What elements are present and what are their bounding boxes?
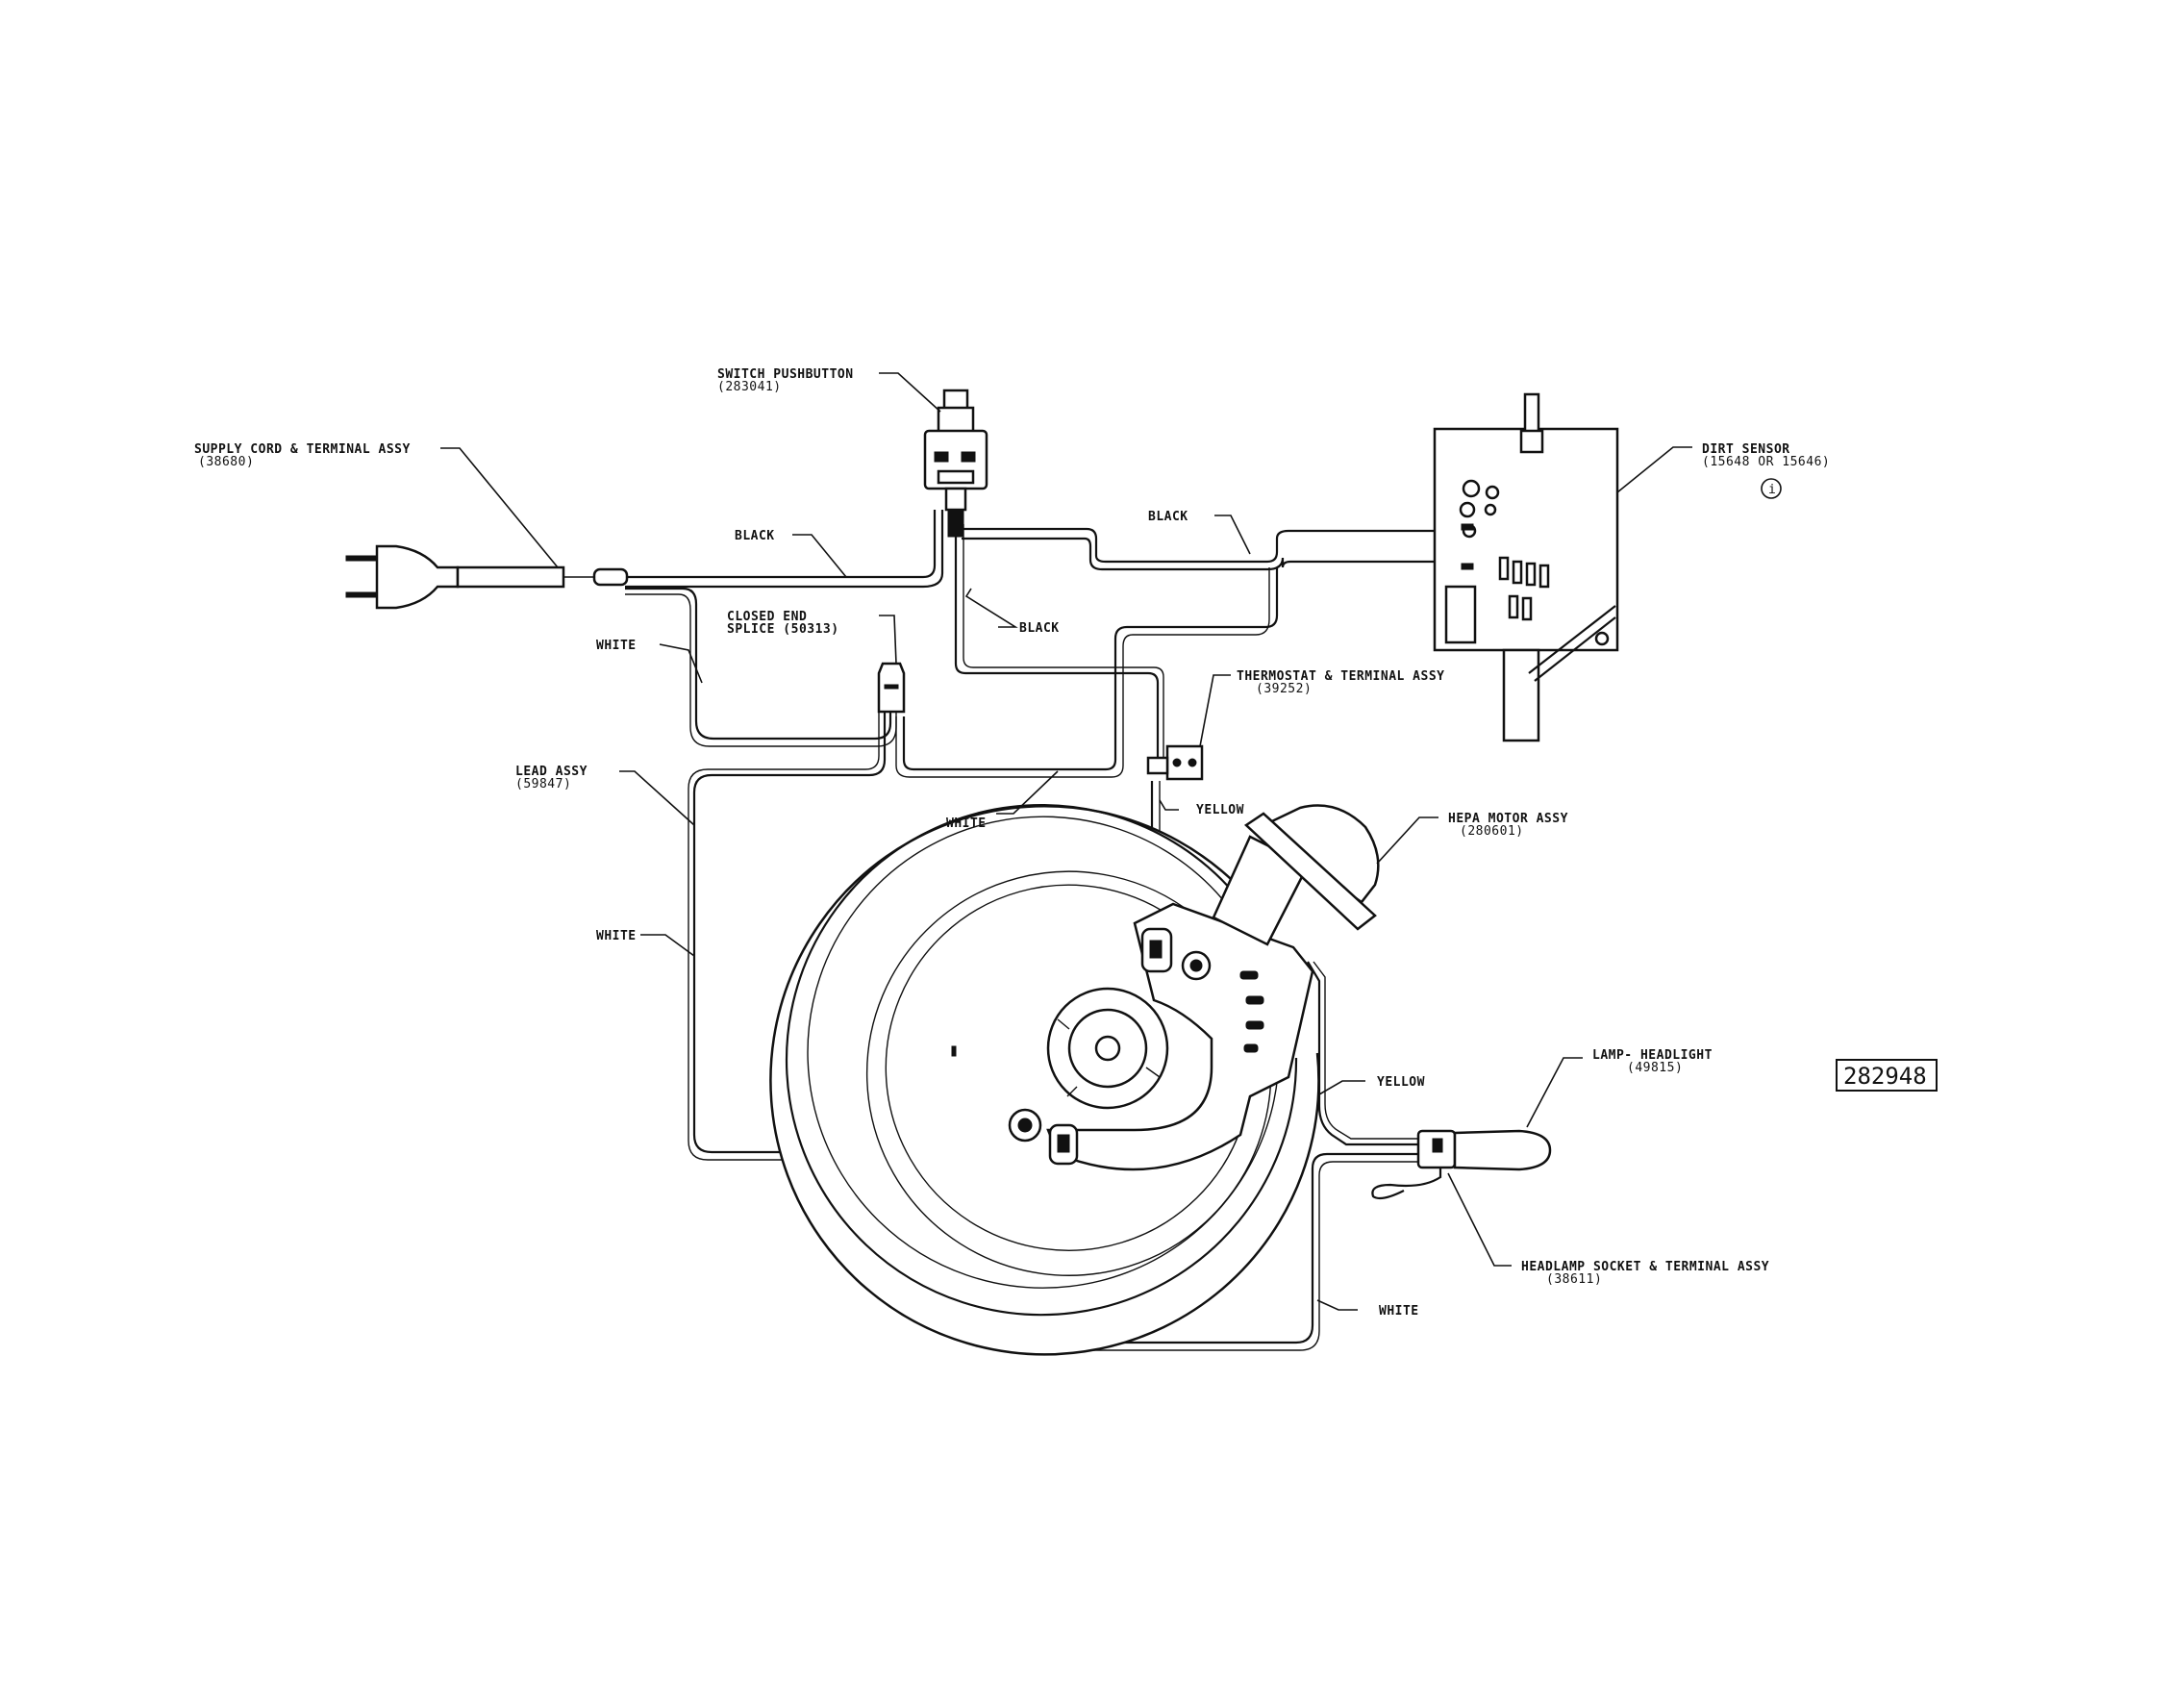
black-wire-cord-to-switch [625,510,937,579]
supply-cord-label-line2: (38680) [198,455,254,469]
black-label-2: BLACK [1148,510,1188,524]
black-label-3: BLACK [1019,621,1060,636]
note-circle-icon [1761,478,1782,499]
yellow-wire-motor-to-headlamp [1307,961,1418,1146]
white-lead-assy-wire [692,712,1048,1154]
thermostat-label-line1: THERMOSTAT & TERMINAL ASSY [1237,669,1445,684]
switch-label-line1: SWITCH PUSHBUTTON [717,367,854,382]
black-wire-switch-to-sensor-2 [962,537,1466,571]
hepa-motor-label-line2: (280601) [1460,824,1524,839]
black-wire-switch-to-thermostat-b [963,524,1164,760]
labels: SWITCH PUSHBUTTON (283041) SUPPLY CORD &… [194,367,1938,1319]
motor-housing [769,804,1320,1356]
white-wire-splice-to-sensor [902,567,1279,771]
supply-cord-label-line1: SUPPLY CORD & TERMINAL ASSY [194,442,411,457]
headlamp-socket-label-line2: (38611) [1546,1272,1602,1287]
supply-plug [345,544,629,610]
white-label-2: WHITE [946,816,987,831]
white-label-1: WHITE [596,639,637,653]
headlamp [1371,1129,1552,1200]
white-wire-splice-to-sensor-b [895,567,1270,778]
white-label-4: WHITE [1379,1304,1419,1319]
white-label-3: WHITE [596,929,637,943]
hepa-motor-label-line1: HEPA MOTOR ASSY [1448,812,1568,826]
dirt-sensor-note: i [1768,483,1776,497]
hepa-motor-cap [1243,804,1380,931]
closed-end-splice-label-line2: SPLICE (50313) [727,622,839,637]
lamp-headlight-label-line2: (49815) [1627,1061,1683,1075]
dirt-sensor-label-line2: (15648 OR 15646) [1702,455,1830,469]
black-wire-switch-to-thermostat [954,524,1160,760]
white-lead-assy-wire-b [688,712,1048,1161]
dirt-sensor-board [1433,392,1619,742]
closed-end-splice-label-line1: CLOSED END [727,610,807,624]
switch-pushbutton [923,389,988,538]
doc-number-box [1836,1059,1938,1092]
closed-end-splice [877,662,906,714]
white-wire-cord-to-splice [625,587,892,741]
yellow-label-1: YELLOW [1196,803,1244,817]
yellow-wire-motor-to-headlamp-b [1313,961,1418,1140]
thermostat [1146,744,1204,781]
dirt-sensor-label-line1: DIRT SENSOR [1702,442,1790,457]
lamp-headlight-label-line1: LAMP- HEADLIGHT [1592,1048,1713,1063]
leader-lines [440,372,1692,1311]
thermostat-label-line2: (39252) [1256,682,1312,696]
black-label-1: BLACK [735,529,775,543]
lead-assy-label-line1: LEAD ASSY [515,765,588,779]
doc-number: 282948 [1843,1063,1927,1090]
headlamp-socket-label-line1: HEADLAMP SOCKET & TERMINAL ASSY [1521,1260,1769,1274]
switch-label-line2: (283041) [717,380,782,394]
black-wire-cord-to-switch-b [625,510,944,589]
black-wire-switch-to-sensor-1 [962,527,1466,564]
yellow-label-2: YELLOW [1377,1075,1425,1090]
lead-assy-label-line2: (59847) [515,777,571,791]
white-wire-cord-to-splice-b [625,593,897,747]
